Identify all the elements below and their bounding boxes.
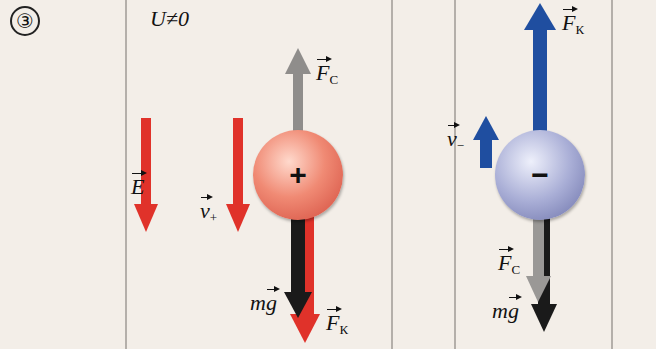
- label-part: F: [326, 312, 339, 334]
- label-part: F: [316, 62, 329, 84]
- voltage-label: U≠0: [150, 8, 189, 30]
- velocity-arrow: [226, 118, 250, 232]
- label-part: E: [131, 176, 144, 198]
- field-label: E: [131, 176, 144, 198]
- charge-sign: −: [531, 160, 549, 190]
- force-label: FК: [326, 312, 348, 336]
- label-part: F: [562, 12, 575, 34]
- label-part: С: [511, 262, 520, 277]
- label-part: g: [266, 292, 277, 314]
- label-part: С: [329, 72, 338, 87]
- label-part: К: [575, 22, 584, 37]
- force-label: FС: [316, 62, 338, 86]
- label-part: g: [508, 300, 519, 322]
- label-part: m: [250, 292, 266, 314]
- charge-sign: +: [289, 160, 307, 190]
- label-part: F: [498, 252, 511, 274]
- figure-number: ③: [10, 6, 40, 36]
- label-part: m: [492, 300, 508, 322]
- charged-drop: −: [495, 130, 585, 220]
- force-label: FС: [498, 252, 520, 276]
- label-part: К: [339, 322, 348, 337]
- force-label: FК: [562, 12, 584, 36]
- field-arrow: [134, 118, 158, 232]
- charged-drop: +: [253, 130, 343, 220]
- velocity-label: v−: [447, 128, 464, 152]
- gravity-label: mg: [492, 300, 519, 322]
- label-part: v: [447, 128, 457, 150]
- label-part: −: [457, 138, 464, 153]
- gravity-label: mg: [250, 292, 277, 314]
- label-part: v: [200, 200, 210, 222]
- velocity-label: v+: [200, 200, 217, 224]
- plate-lines: [126, 0, 612, 349]
- label-part: +: [210, 210, 217, 225]
